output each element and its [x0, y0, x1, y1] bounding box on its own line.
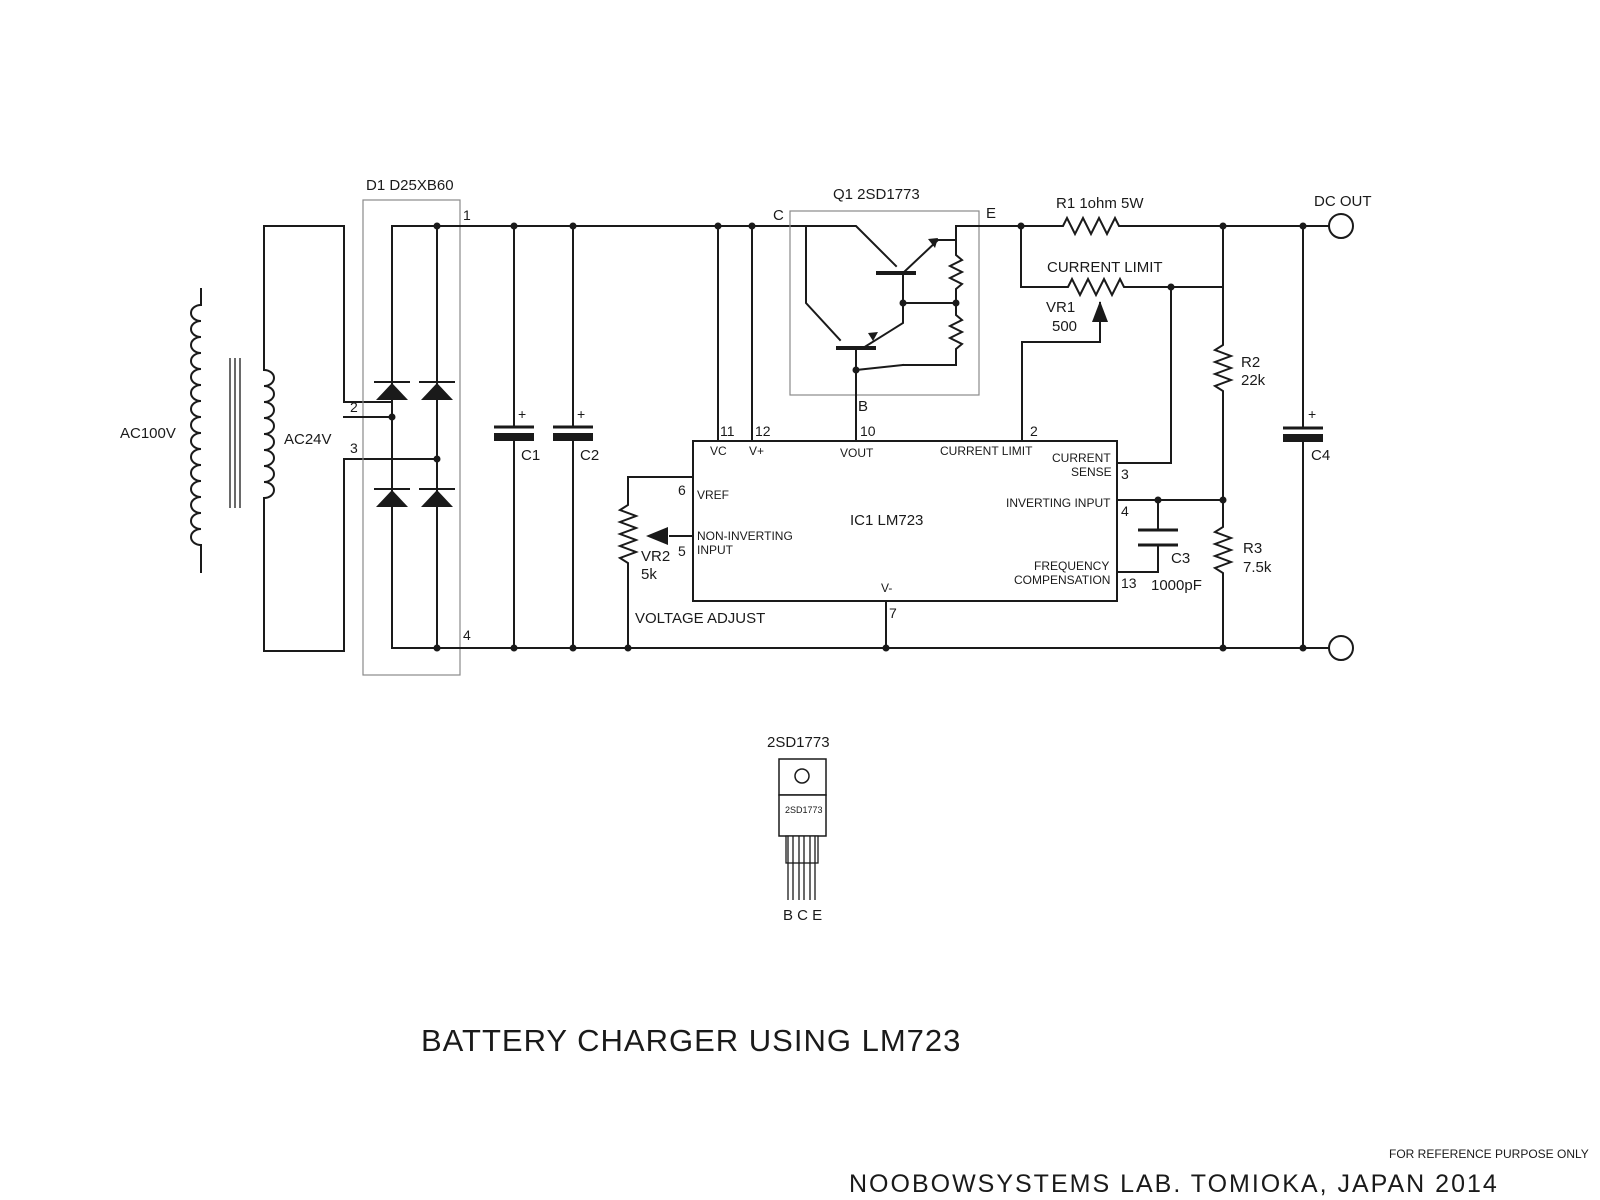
bridge-pin-2: 2	[350, 399, 358, 415]
credit-line: NOOBOWSYSTEMS LAB. TOMIOKA, JAPAN 2014	[849, 1170, 1499, 1198]
dc-out-label: DC OUT	[1314, 193, 1372, 210]
bridge-pin-4: 4	[463, 627, 471, 643]
ic-pin-freq-comp-2: COMPENSATION	[1014, 573, 1110, 587]
c3-label: C3	[1171, 550, 1190, 567]
feedback-divider: R2 22k R3 7.5k	[1212, 225, 1272, 652]
ic-pin-noninv-1: NON-INVERTING	[697, 529, 793, 543]
bridge-pin-3: 3	[350, 440, 358, 456]
current-limit-label: CURRENT LIMIT	[1047, 259, 1163, 276]
secondary-voltage-label: AC24V	[284, 431, 332, 448]
q1-label: Q1 2SD1773	[833, 186, 920, 203]
bridge-pin-1: 1	[463, 207, 471, 223]
ic-pin-current-sense-2: SENSE	[1071, 465, 1112, 479]
vr1-value-label: 500	[1052, 318, 1077, 335]
q1-emitter-label: E	[986, 205, 996, 222]
pin-7: 7	[889, 605, 897, 621]
r1-label: R1 1ohm 5W	[1056, 195, 1144, 212]
pin-5: 5	[678, 543, 686, 559]
r3-value-label: 7.5k	[1243, 559, 1272, 576]
ic-pin-current-sense-1: CURRENT	[1052, 451, 1111, 465]
ic-pin-current-limit: CURRENT LIMIT	[940, 444, 1033, 458]
package-marking: 2SD1773	[785, 805, 823, 815]
c3-value-label: 1000pF	[1151, 577, 1202, 594]
pin-12: 12	[755, 423, 771, 439]
vr1-ref-label: VR1	[1046, 299, 1075, 316]
vr2-ref-label: VR2	[641, 548, 670, 565]
ic-pin-vout: VOUT	[840, 446, 874, 460]
transformer: AC100V AC24V	[120, 225, 438, 652]
q1-collector-label: C	[773, 207, 784, 224]
current-sense-network: R1 1ohm 5W DC OUT CURRENT LIMIT VR1 500	[1017, 193, 1372, 464]
primary-voltage-label: AC100V	[120, 425, 176, 442]
voltage-adjust-label: VOLTAGE ADJUST	[635, 610, 765, 627]
pin-10: 10	[860, 423, 876, 439]
c2-label: C2	[580, 447, 599, 464]
package-title: 2SD1773	[767, 734, 830, 751]
pin-6: 6	[678, 482, 686, 498]
c2-plus: +	[577, 406, 585, 422]
pin-2: 2	[1030, 423, 1038, 439]
c1-plus: +	[518, 406, 526, 422]
package-pins: B C E	[783, 907, 822, 924]
c1-label: C1	[521, 447, 540, 464]
ic-pin-inverting: INVERTING INPUT	[1006, 496, 1111, 510]
vr2-value-label: 5k	[641, 566, 657, 583]
ic-pin-noninv-2: INPUT	[697, 543, 734, 557]
ic-pin-vplus: V+	[749, 444, 764, 458]
c4-plus: +	[1308, 406, 1316, 422]
pin-4: 4	[1121, 503, 1129, 519]
filter-capacitors: + + C1 C2	[494, 222, 599, 652]
disclaimer: FOR REFERENCE PURPOSE ONLY	[1389, 1147, 1589, 1161]
ic-lm723: IC1 LM723 VC V+ VOUT CURRENT LIMIT CURRE…	[678, 423, 1137, 621]
pin-13: 13	[1121, 575, 1137, 591]
bridge-label: D1 D25XB60	[366, 177, 454, 194]
r2-value-label: 22k	[1241, 372, 1266, 389]
output-capacitor: + C4	[1283, 225, 1354, 661]
ic-pin-vc: VC	[710, 444, 727, 458]
c4-label: C4	[1311, 447, 1330, 464]
pin-11: 11	[720, 423, 735, 439]
pin-3: 3	[1121, 466, 1129, 482]
package-outline: 2SD1773 2SD1773 B C E	[767, 734, 830, 924]
transistor-q1: Q1 2SD1773 C E B	[773, 186, 1028, 442]
page-title: BATTERY CHARGER USING LM723	[421, 1023, 961, 1058]
q1-base-label: B	[858, 398, 868, 415]
ic-pin-vminus: V-	[881, 581, 892, 595]
r2-ref-label: R2	[1241, 354, 1260, 371]
ic-pin-freq-comp-1: FREQUENCY	[1034, 559, 1109, 573]
ic-pin-vref: VREF	[697, 488, 729, 502]
r3-ref-label: R3	[1243, 540, 1262, 557]
voltage-adjust-pot: VR2 5k VOLTAGE ADJUST	[617, 476, 765, 652]
ic-label: IC1 LM723	[850, 512, 923, 529]
